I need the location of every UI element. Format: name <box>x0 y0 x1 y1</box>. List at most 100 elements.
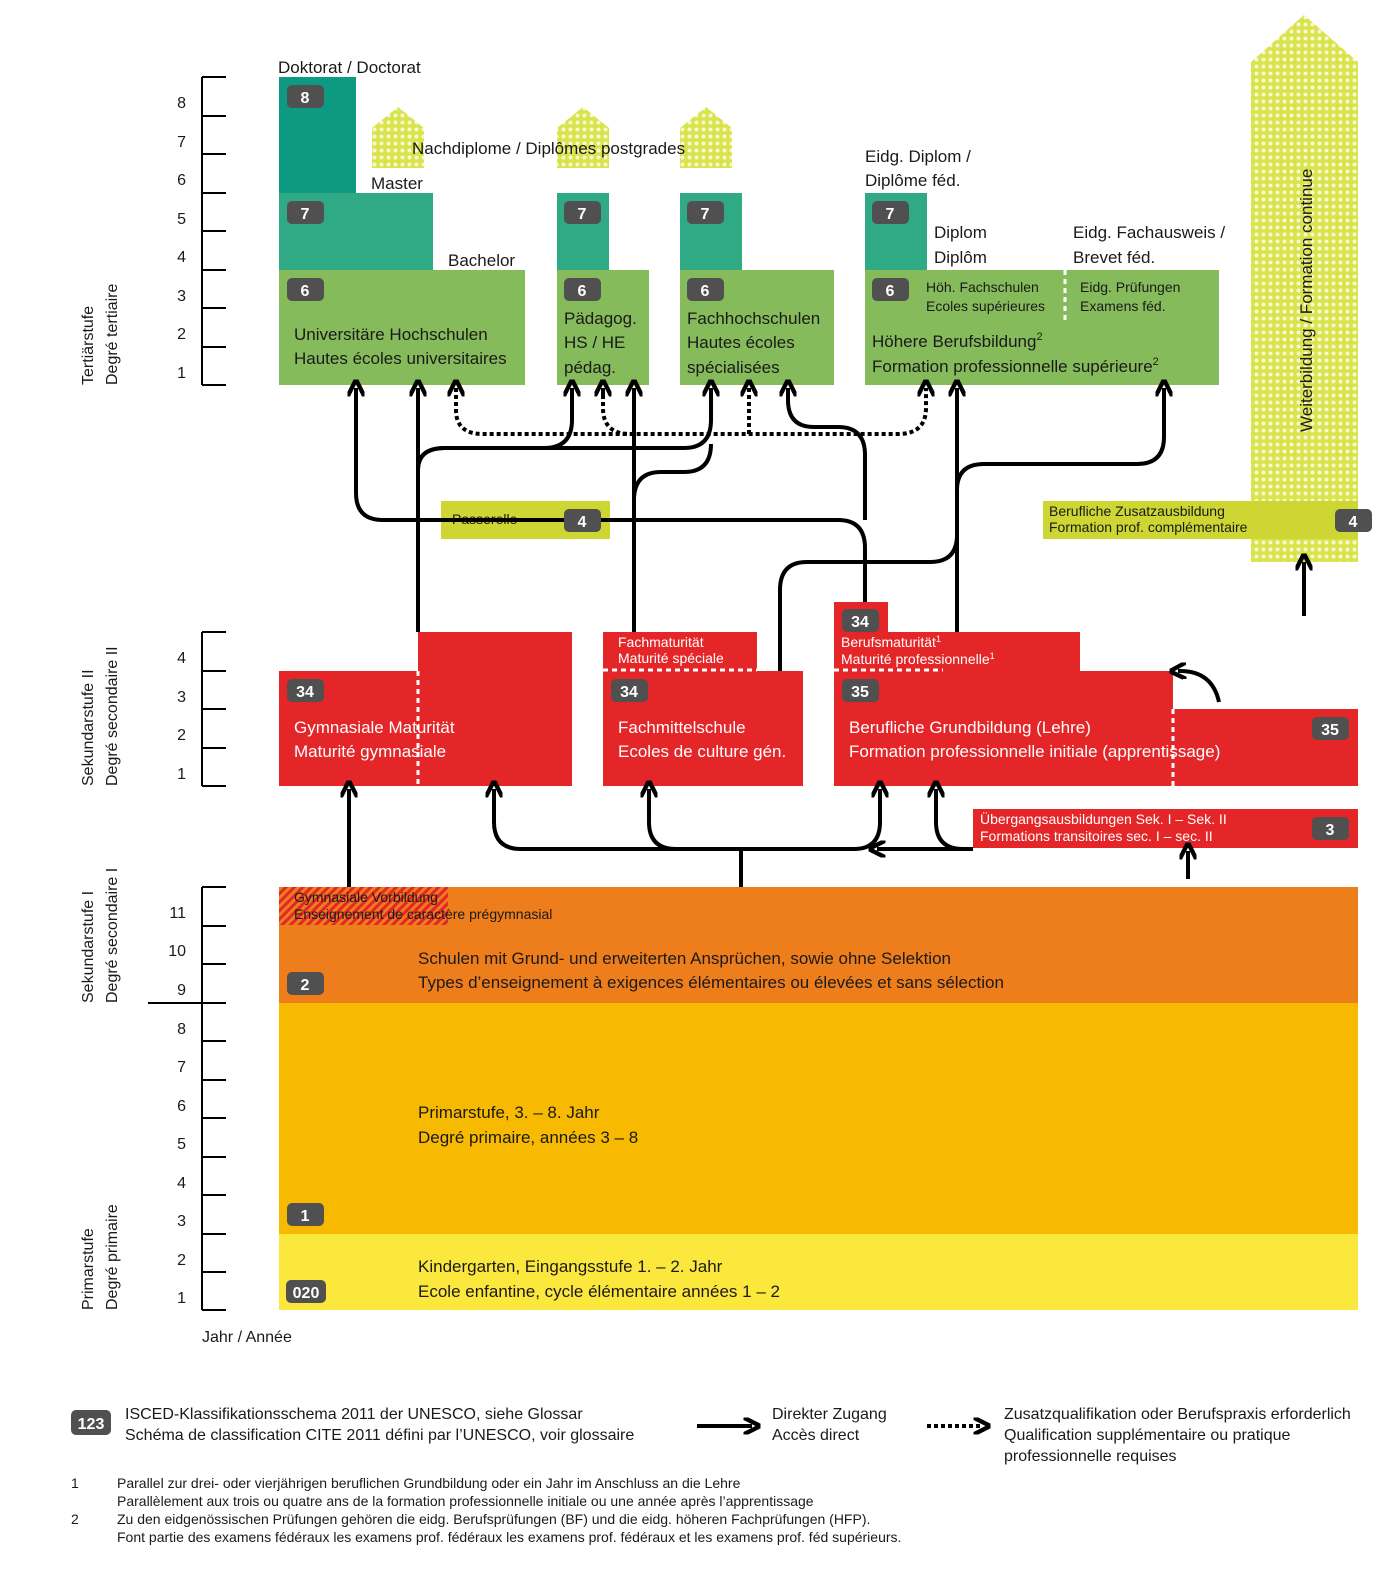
fh-label-1: Fachhochschulen <box>687 309 820 328</box>
bg-label-fr: Formation professionnelle initiale (appr… <box>849 742 1220 761</box>
postgrad-house-2 <box>557 107 609 168</box>
hbb-box <box>865 270 1219 385</box>
svg-text:2: 2 <box>301 977 310 994</box>
fachmat-box <box>603 632 757 671</box>
svg-text:6: 6 <box>701 283 710 300</box>
tick-p3: 3 <box>177 1213 186 1230</box>
svg-text:35: 35 <box>851 684 869 701</box>
sec1-label-fr: Degré secondaire I <box>104 868 121 1003</box>
weiterbildung-arrow <box>1251 15 1358 562</box>
tick-t7: 7 <box>177 134 186 151</box>
svg-text:34: 34 <box>296 684 314 701</box>
tertiary-label-de: Tertiärstufe <box>80 306 97 385</box>
tick-t6: 6 <box>177 172 186 189</box>
legend-direct-fr: Accès direct <box>772 1427 860 1444</box>
gym-box-right <box>418 632 572 786</box>
svg-text:7: 7 <box>301 206 310 223</box>
uebergang-label-de: Übergangsausbildungen Sek. I – Sek. II <box>980 810 1227 827</box>
uni-label-fr: Hautes écoles universitaires <box>294 349 507 368</box>
primary-label-fr: Degré primaire <box>104 1204 121 1310</box>
legend-direct-de: Direkter Zugang <box>772 1406 887 1423</box>
svg-text:8: 8 <box>301 90 310 107</box>
bm-label-fr: Maturité professionnelle1 <box>841 651 995 667</box>
gymv-label-fr: Enseignement de caractère prégymnasial <box>294 906 552 922</box>
uni-label-de: Universitäre Hochschulen <box>294 325 488 344</box>
sec2-axis: 1 2 3 4 Sekundarstufe II Degré secondair… <box>80 631 226 787</box>
kg-label-de: Kindergarten, Eingangsstufe 1. – 2. Jahr <box>418 1257 723 1276</box>
fachmat-label-fr: Maturité spéciale <box>618 650 724 666</box>
master-label: Master <box>371 174 423 193</box>
ph-label-2: HS / HE <box>564 333 625 352</box>
fh-label-2: Hautes écoles <box>687 333 795 352</box>
prim-label-de: Primarstufe, 3. – 8. Jahr <box>418 1103 600 1122</box>
kg-label-fr: Ecole enfantine, cycle élémentaire année… <box>418 1282 780 1301</box>
gym-label-fr: Maturité gymnasiale <box>294 742 446 761</box>
legend-isced-de: ISCED-Klassifikationsschema 2011 der UNE… <box>125 1406 583 1423</box>
conditional-arrows <box>456 388 926 436</box>
svg-text:34: 34 <box>851 614 869 631</box>
tick-t1: 1 <box>177 365 186 382</box>
svg-text:020: 020 <box>293 1285 320 1302</box>
footnote-1-line-1: Parallel zur drei- oder vierjährigen ber… <box>117 1475 741 1491</box>
sec1-box <box>279 887 1358 1003</box>
tertiary-label-fr: Degré tertiaire <box>104 284 121 385</box>
fh-label-3: spécialisées <box>687 358 780 377</box>
svg-text:7: 7 <box>701 206 710 223</box>
hbb-label-fr: Formation professionnelle supérieure2 <box>872 356 1159 376</box>
tick-p7: 7 <box>177 1059 186 1076</box>
tick-s2-4: 4 <box>177 650 186 667</box>
tick-s1-11: 11 <box>169 905 186 922</box>
tick-t5: 5 <box>177 211 186 228</box>
ph-label-1: Pädagog. <box>564 309 637 328</box>
zusatz-label-de: Berufliche Zusatzausbildung <box>1049 503 1225 519</box>
tick-s2-2: 2 <box>177 727 186 744</box>
fachausweis-label-2: Brevet féd. <box>1073 248 1155 267</box>
sec1-label-de: Sekundarstufe I <box>80 891 97 1003</box>
footnote-2-line-2: Font partie des examens fédéraux les exa… <box>117 1529 901 1545</box>
postgrad-house-3 <box>680 107 732 168</box>
sec2-label-de: Sekundarstufe II <box>80 669 97 786</box>
bachelor-label: Bachelor <box>448 251 515 270</box>
legend-extra-de: Zusatzqualifikation oder Berufspraxis er… <box>1004 1406 1351 1423</box>
diplom-label-1: Diplom <box>934 223 987 242</box>
tick-t8: 8 <box>177 95 186 112</box>
ep-label-fr: Examens féd. <box>1080 298 1166 314</box>
ph-label-3: pédag. <box>564 358 616 377</box>
tertiary-axis: 1 2 3 4 5 6 7 8 Tertiärstufe Degré terti… <box>80 76 226 386</box>
svg-text:7: 7 <box>886 206 895 223</box>
tick-t2: 2 <box>177 326 186 343</box>
tick-p5: 5 <box>177 1136 186 1153</box>
footnote-1-num: 1 <box>71 1475 79 1491</box>
footnote-2-num: 2 <box>71 1511 79 1527</box>
sek1-label-de: Schulen mit Grund- und erweiterten Anspr… <box>418 949 951 968</box>
footnotes: 1 Parallel zur drei- oder vierjährigen b… <box>71 1475 901 1545</box>
tick-p8: 8 <box>177 1021 186 1038</box>
ep-label-de: Eidg. Prüfungen <box>1080 279 1180 295</box>
eidg-diplom-label-2: Diplôme féd. <box>865 171 960 190</box>
tick-p6: 6 <box>177 1098 186 1115</box>
doktorat-label: Doktorat / Doctorat <box>278 58 421 77</box>
legend-extra-fr2: professionnelle requises <box>1004 1448 1177 1465</box>
sec1-primary-axis: 9 10 11 1 2 3 4 5 6 7 8 Sekundarstufe I … <box>80 868 292 1346</box>
svg-text:3: 3 <box>1326 822 1335 839</box>
bg-box <box>834 671 1173 786</box>
zusatz-box <box>1043 501 1358 539</box>
tick-s2-1: 1 <box>177 766 186 783</box>
zusatz-label-fr: Formation prof. complémentaire <box>1049 519 1248 535</box>
tick-s2-3: 3 <box>177 689 186 706</box>
gymv-label-de: Gymnasiale Vorbildung <box>294 889 438 905</box>
legend-isced-fr: Schéma de classification CITE 2011 défin… <box>125 1427 634 1444</box>
fachausweis-label-1: Eidg. Fachausweis / <box>1073 223 1225 242</box>
bm-box <box>834 632 1080 672</box>
primary-label-de: Primarstufe <box>80 1228 97 1310</box>
kindergarten-box <box>279 1234 1358 1310</box>
svg-text:1: 1 <box>301 1208 310 1225</box>
tick-p2: 2 <box>177 1252 186 1269</box>
footnote-1-line-2: Parallèlement aux trois ou quatre ans de… <box>117 1493 814 1509</box>
eidg-diplom-label-1: Eidg. Diplom / <box>865 147 971 166</box>
svg-text:35: 35 <box>1321 722 1339 739</box>
sec2-label-fr: Degré secondaire II <box>104 646 121 786</box>
tick-p4: 4 <box>177 1175 186 1192</box>
isced-badges: 8 7 7 7 7 6 6 6 6 4 4 34 34 34 35 35 3 2 <box>286 85 1372 1303</box>
